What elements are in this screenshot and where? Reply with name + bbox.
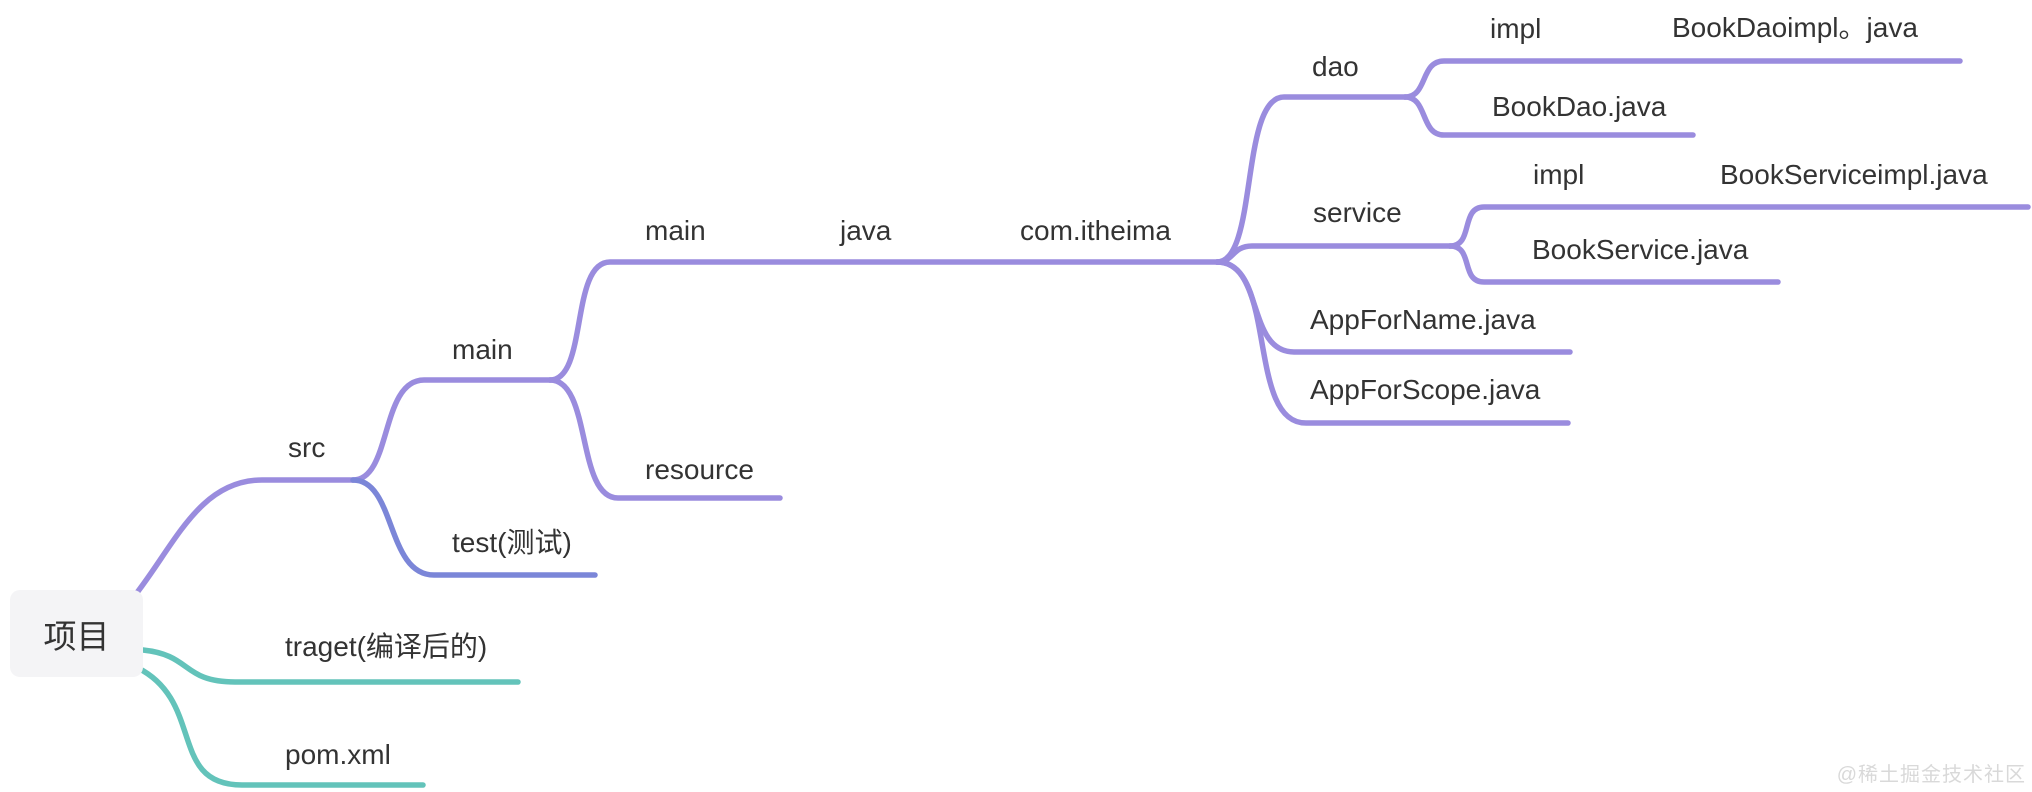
watermark-text: @稀土掘金技术社区: [1836, 764, 2026, 786]
node-bookdao-java[interactable]: BookDao.java: [1492, 91, 1667, 122]
edge-comitheima-service: [1214, 243, 1453, 265]
edge-dao-bookdao: [1402, 94, 1696, 138]
node-main[interactable]: main: [452, 334, 513, 365]
edge-main-trunk: [547, 259, 1220, 383]
edge-root-traget: [140, 647, 521, 685]
node-service-impl[interactable]: impl: [1533, 159, 1585, 190]
edge-main-resource: [547, 377, 783, 501]
node-java[interactable]: java: [840, 215, 892, 246]
node-bookserviceimpl-java[interactable]: BookServiceimpl.java: [1720, 159, 1988, 190]
edge-comitheima-dao: [1214, 94, 1408, 265]
node-bookservice-java[interactable]: BookService.java: [1532, 234, 1749, 265]
edge-root-src: [125, 477, 356, 607]
node-dao[interactable]: dao: [1312, 51, 1359, 82]
node-com-itheima[interactable]: com.itheima: [1020, 215, 1171, 246]
edge-comitheima-appforscope: [1214, 259, 1571, 426]
node-dao-impl[interactable]: impl: [1490, 13, 1542, 44]
node-bookdaoimpl-java[interactable]: BookDaoimpl。java: [1672, 12, 1918, 43]
node-src[interactable]: src: [288, 432, 326, 463]
node-traget[interactable]: traget(编译后的): [285, 631, 488, 662]
node-appforscope-java[interactable]: AppForScope.java: [1310, 374, 1541, 405]
node-test[interactable]: test(测试): [452, 527, 572, 558]
edge-root-pom: [135, 665, 426, 788]
edge-service-bookservice: [1447, 243, 1781, 285]
node-resource[interactable]: resource: [645, 454, 754, 485]
node-main-inner[interactable]: main: [645, 215, 706, 246]
edge-dao-impl: [1402, 58, 1963, 100]
edge-src-test: [350, 477, 598, 578]
node-root[interactable]: 项目: [10, 590, 143, 677]
node-service[interactable]: service: [1313, 197, 1402, 228]
node-pom-xml[interactable]: pom.xml: [285, 739, 391, 770]
edge-src-main: [350, 377, 553, 483]
node-appforname-java[interactable]: AppForName.java: [1310, 304, 1536, 335]
